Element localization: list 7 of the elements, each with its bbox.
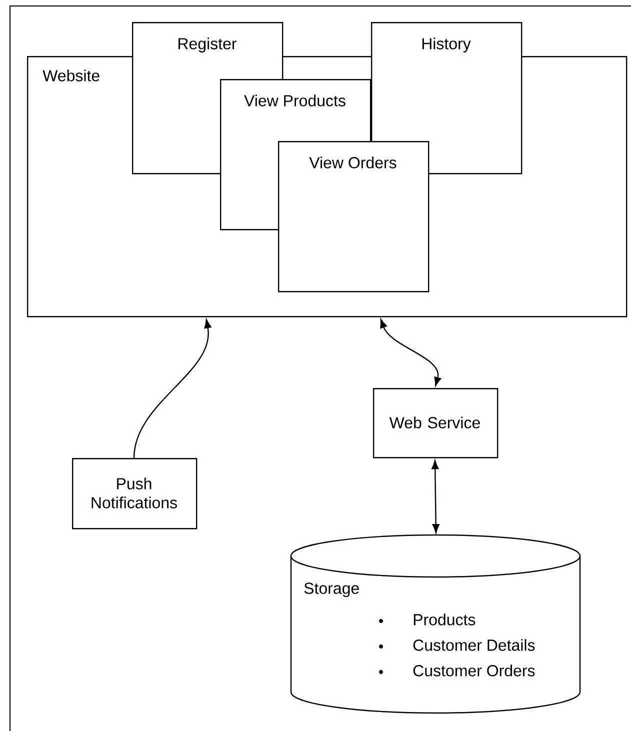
process-box: View Orders: [278, 141, 430, 292]
process-box: Push Notifications: [72, 458, 198, 530]
arrow: [133, 319, 212, 458]
process-box: Web Service: [373, 388, 498, 458]
arrow: [380, 319, 442, 386]
arrow: [432, 460, 440, 534]
storage-cylinder: Storage Products Customer Details Customer Orders: [290, 534, 581, 714]
